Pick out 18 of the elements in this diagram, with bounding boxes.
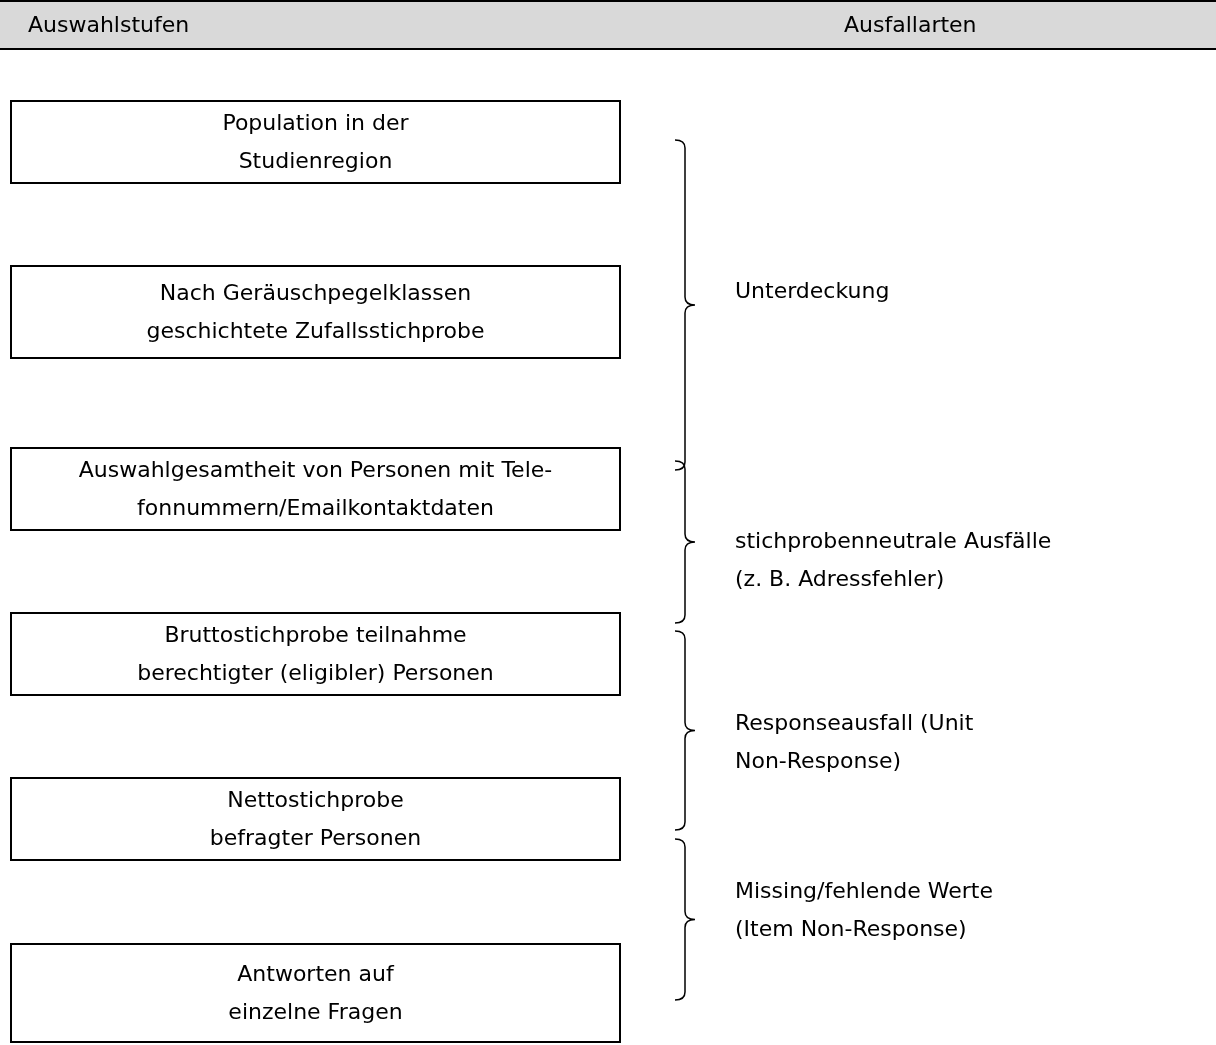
stage-text: Nettostichprobe befragter Personen <box>208 786 423 852</box>
stage-box <box>10 612 621 696</box>
stage-box <box>10 777 621 861</box>
stage-text: Nach Geräuschpegelklassen geschichtete Zufallsstichprobe <box>145 279 486 345</box>
dropout-label: Missing/fehlende Werte (Item Non-Response) <box>735 878 993 941</box>
column-heading: Ausfallarten <box>844 12 977 37</box>
stage-box <box>10 943 621 1043</box>
stage-box <box>10 265 621 359</box>
stage-text: Antworten auf einzelne Fragen <box>227 960 404 1026</box>
stage-box <box>10 100 621 184</box>
stage-text: Population in der Studienregion <box>221 109 410 175</box>
stage-text: Auswahlgesamtheit von Personen mit Tele-fonnummern/Emailkontaktdaten <box>77 456 554 522</box>
dropout-label: stichprobenneutrale Ausfälle (z. B. Adressfehler) <box>735 528 1052 591</box>
dropout-label: Unterdeckung <box>735 278 890 303</box>
stage-text: Bruttostichprobe teilnahme berechtigter (eligibler) Personen <box>136 621 495 687</box>
column-heading: Auswahlstufen <box>28 12 190 37</box>
dropout-label: Responseausfall (Unit Non-Response) <box>735 710 974 773</box>
stage-box <box>10 447 621 531</box>
